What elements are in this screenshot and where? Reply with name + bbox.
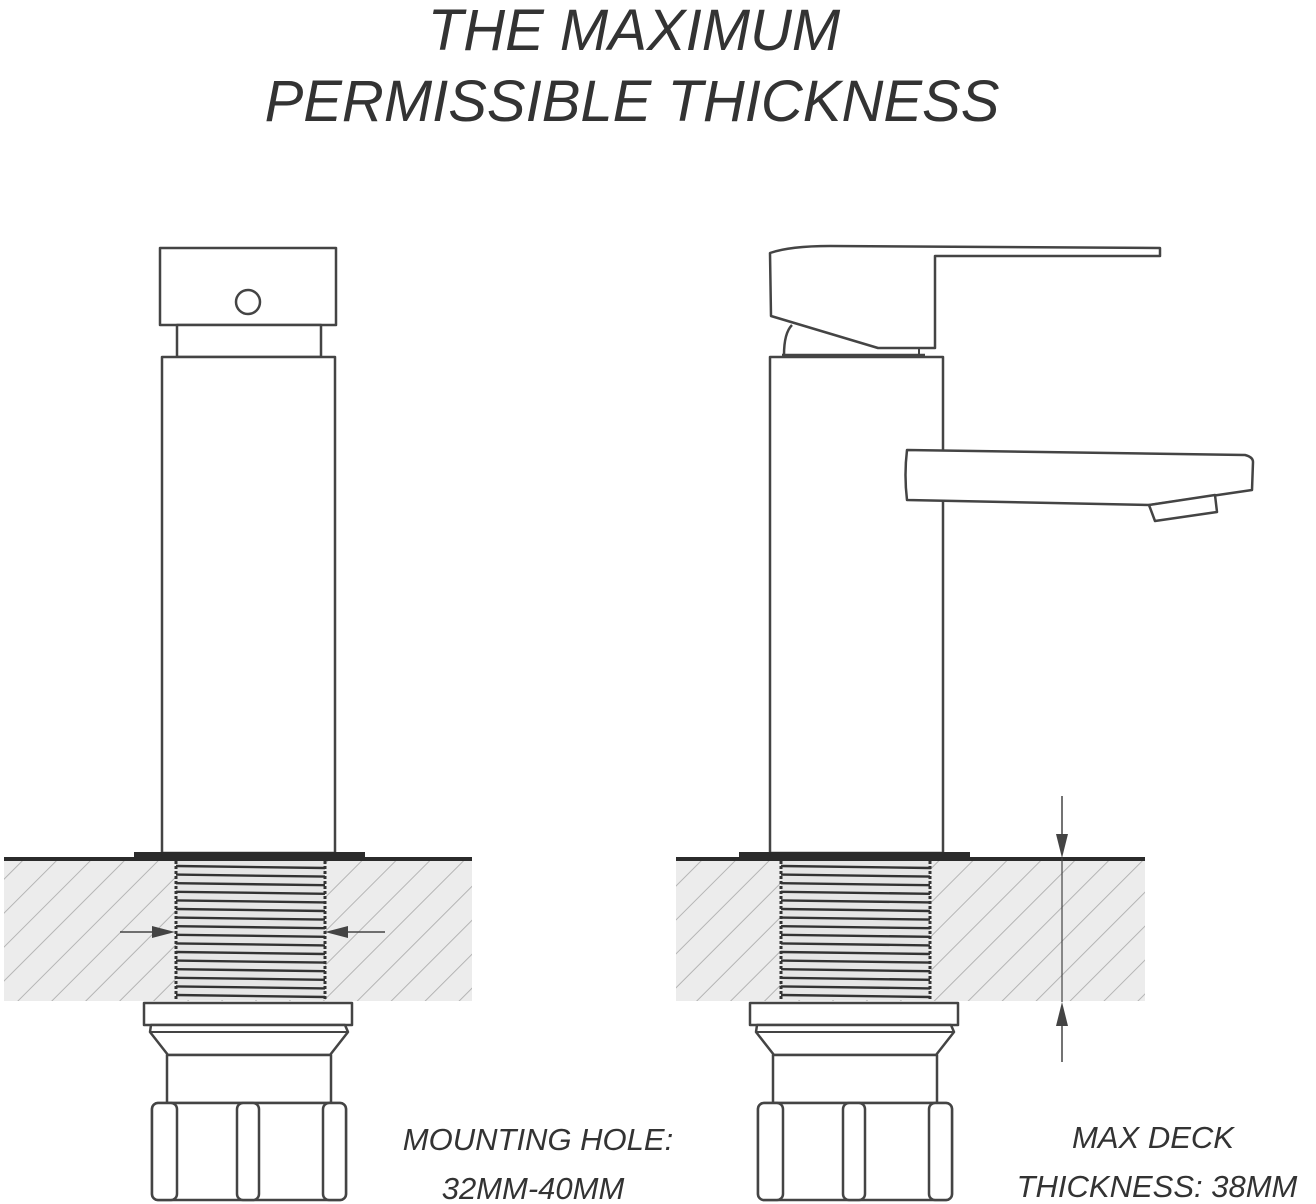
thread-line [780, 916, 931, 921]
thread-line [175, 899, 326, 904]
thread-line [175, 959, 326, 964]
thread-line [175, 985, 326, 990]
mounting-hole-label: MOUNTING HOLE: [403, 1122, 673, 1157]
thread-line [780, 968, 931, 973]
max-deck-thickness-value: THICKNESS: 38MM [1017, 1169, 1298, 1204]
base-plate [739, 852, 970, 860]
thread-line [780, 907, 931, 913]
thread-line [175, 950, 326, 956]
thread-line [780, 993, 931, 999]
base-plate [134, 852, 365, 860]
lever-arc [782, 324, 793, 356]
deck-thickness-dimension-arrows [1056, 796, 1068, 1062]
right-faucet-side-view [676, 244, 1255, 1202]
threaded-shank [779, 861, 932, 1000]
thread-line [175, 993, 326, 999]
thread-line [780, 890, 931, 895]
faucet-body [160, 355, 337, 855]
thread-line [780, 959, 931, 964]
thread-line [780, 942, 931, 947]
thread-line [175, 976, 326, 981]
thread-line [780, 899, 931, 904]
mounting-hole-dimension-arrows [120, 926, 385, 938]
left-faucet-front-view [4, 246, 472, 1202]
title-line-2: PERMISSIBLE THICKNESS [265, 69, 1000, 134]
lever-handle [768, 244, 1162, 350]
thread-line [780, 976, 931, 981]
thread-line [780, 933, 931, 938]
thread-line [175, 968, 326, 973]
thread-line [175, 890, 326, 895]
thread-line [175, 907, 326, 913]
thread-line [175, 925, 326, 930]
thread-line [780, 950, 931, 956]
thread-line [780, 925, 931, 930]
aerator [1147, 493, 1219, 523]
mounting-nut [142, 1001, 354, 1202]
title-line-1: THE MAXIMUM [428, 0, 841, 63]
thread-line [780, 882, 931, 887]
threaded-shank [174, 861, 327, 1000]
handle-indicator-circle [234, 288, 262, 316]
mounting-hole-value: 32MM-40MM [442, 1171, 625, 1204]
thread-line [175, 933, 326, 938]
thread-line [175, 864, 326, 870]
thread-line [175, 873, 326, 878]
thread-line [780, 985, 931, 990]
handle-collar [175, 323, 323, 359]
thread-line [175, 942, 326, 947]
thread-line [175, 916, 326, 921]
thread-line [175, 882, 326, 887]
thread-line [780, 864, 931, 870]
thread-line [780, 873, 931, 878]
mounting-nut [748, 1001, 960, 1202]
faucet-body [768, 355, 945, 855]
spout [904, 448, 1255, 507]
max-deck-label: MAX DECK [1072, 1120, 1235, 1155]
